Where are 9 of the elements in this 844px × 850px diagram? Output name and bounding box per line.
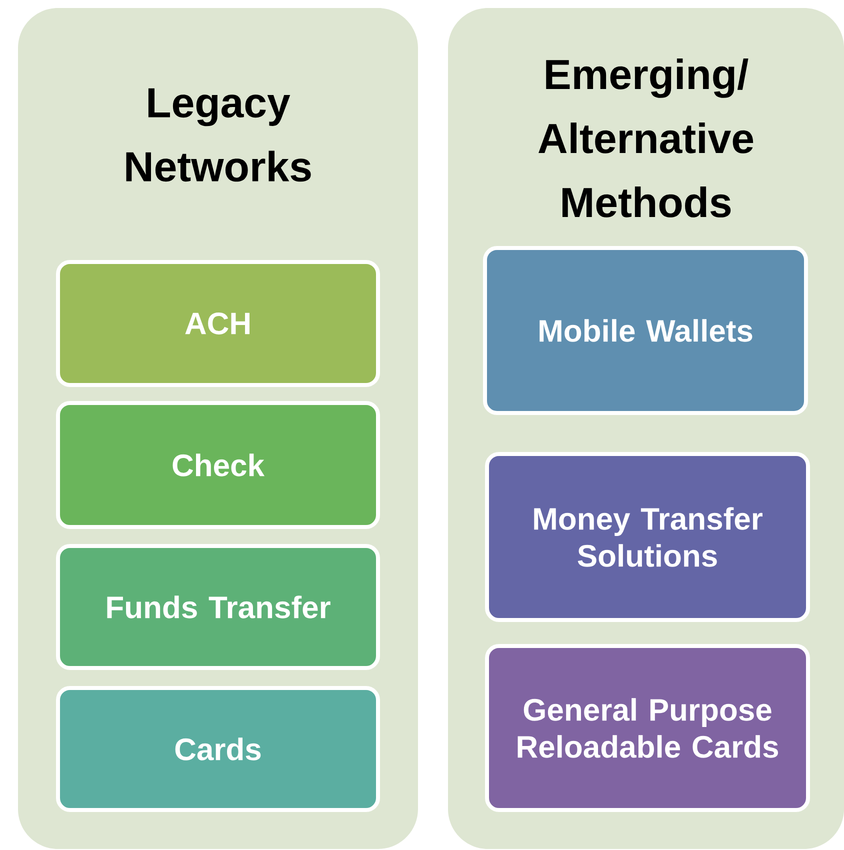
panel-title: Legacy Networks bbox=[126, 88, 311, 182]
category-box: Check bbox=[56, 401, 380, 529]
category-box: Money Transfer Solutions bbox=[485, 452, 810, 622]
category-box: General Purpose Reloadable Cards bbox=[485, 644, 810, 812]
category-box: ACH bbox=[56, 260, 380, 387]
category-box: Funds Transfer bbox=[56, 544, 380, 670]
category-box: Mobile Wallets bbox=[483, 246, 808, 415]
category-box: Cards bbox=[56, 686, 380, 812]
panel-title: Emerging/ Alternative Methods bbox=[538, 58, 754, 218]
